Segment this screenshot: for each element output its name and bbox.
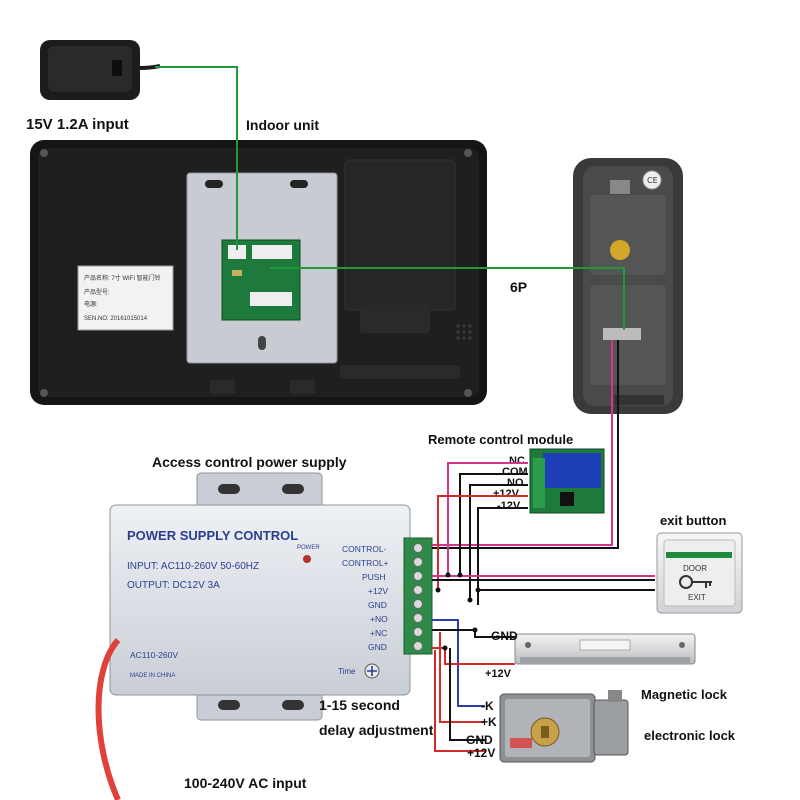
psu-output-spec: OUTPUT: DC12V 3A — [127, 580, 220, 591]
psu-terminal-labels: CONTROL- CONTROL+ PUSH +12V GND +NO +NC … — [342, 544, 389, 652]
pin-plus12: +12V — [493, 488, 520, 500]
terminal-plus-nc: +NC — [370, 628, 387, 638]
delay-label-line-1: 1-15 second — [319, 697, 400, 713]
psu-made-in: MADE IN CHINA — [130, 673, 175, 679]
wire-plus-k — [439, 632, 485, 723]
magnetic-lock-device — [514, 633, 696, 665]
exit-button-label: exit button — [660, 513, 726, 528]
electronic-lock-label: electronic lock — [644, 728, 736, 743]
six-p-label: 6P — [510, 279, 527, 295]
terminal-control-minus: CONTROL- — [342, 544, 387, 554]
wire-label-gnd-mag: GND — [491, 629, 518, 643]
adapter-input-label: 15V 1.2A input — [26, 116, 129, 133]
wire-nc — [447, 462, 528, 575]
wire-label-plus12-mag: +12V — [485, 668, 512, 680]
terminal-plus-no: +NO — [370, 614, 388, 624]
psu-power-led-label: POWER — [297, 545, 320, 551]
wire-outdoor-black — [432, 340, 619, 549]
psu-input-spec: INPUT: AC110-260V 50-60HZ — [127, 561, 259, 572]
wire-gnd-el — [449, 648, 485, 741]
wire-com — [459, 473, 528, 575]
power-adapter — [40, 40, 161, 100]
magnetic-lock-label: Magnetic lock — [641, 687, 728, 702]
wire-adapter-indoor — [155, 66, 238, 250]
indoor-unit-label: Indoor unit — [246, 117, 319, 133]
sticker-line-3: 电源: — [84, 300, 98, 308]
wire-plus12-rm — [437, 495, 528, 590]
wire-minus12-rm — [477, 507, 528, 605]
sticker-line-1: 产品名称: 7寸 WIFI 智能门铃 — [84, 274, 161, 282]
psu-brand: POWER SUPPLY CONTROL — [127, 528, 298, 543]
terminal-control-plus: CONTROL+ — [342, 558, 389, 568]
wire-label-plus12-el: +12V — [467, 746, 495, 760]
wire-plus12-el — [434, 650, 485, 752]
remote-module-label: Remote control module — [428, 432, 573, 447]
sticker-line-4: SEN.NO: 20161015014 — [84, 316, 148, 322]
psu-title-label: Access control power supply — [152, 454, 347, 470]
wire-6p — [270, 267, 625, 330]
delay-label-line-2: delay adjustment — [319, 722, 434, 738]
wire-no — [469, 484, 528, 600]
electronic-lock-device — [499, 690, 629, 763]
wire-label-minus-k: -K — [481, 699, 494, 713]
psu-ac-label: AC110-260V — [130, 650, 178, 660]
wire-label-plus-k: +K — [481, 715, 497, 729]
ce-mark-icon: CE — [647, 176, 658, 185]
wire-plus12-mag — [432, 647, 515, 665]
terminal-plus12v: +12V — [368, 586, 388, 596]
exit-plate-top: DOOR — [683, 564, 707, 573]
psu-time-label: Time — [338, 667, 356, 676]
sticker-line-2: 产品型号: — [84, 288, 110, 296]
wire-gnd-mag — [432, 629, 515, 638]
exit-plate-bottom: EXIT — [688, 593, 706, 602]
key-icon — [679, 575, 712, 589]
terminal-push: PUSH — [362, 572, 386, 582]
ac-input-label: 100-240V AC input — [184, 775, 307, 791]
wire-outdoor-pink — [432, 340, 613, 546]
exit-button-device — [656, 532, 743, 614]
wires — [155, 66, 655, 752]
terminal-gnd-2: GND — [368, 642, 387, 652]
remote-control-module — [529, 448, 605, 514]
ac-input-cable — [95, 638, 121, 800]
indoor-unit: 产品名称: 7寸 WIFI 智能门铃 产品型号: 电源: SEN.NO: 201… — [30, 140, 487, 405]
terminal-gnd-1: GND — [368, 600, 387, 610]
wire-label-gnd-el: GND — [466, 733, 493, 747]
outdoor-unit: CE — [573, 158, 683, 414]
pin-minus12: -12V — [497, 500, 521, 512]
access-control-power-supply — [109, 472, 433, 721]
